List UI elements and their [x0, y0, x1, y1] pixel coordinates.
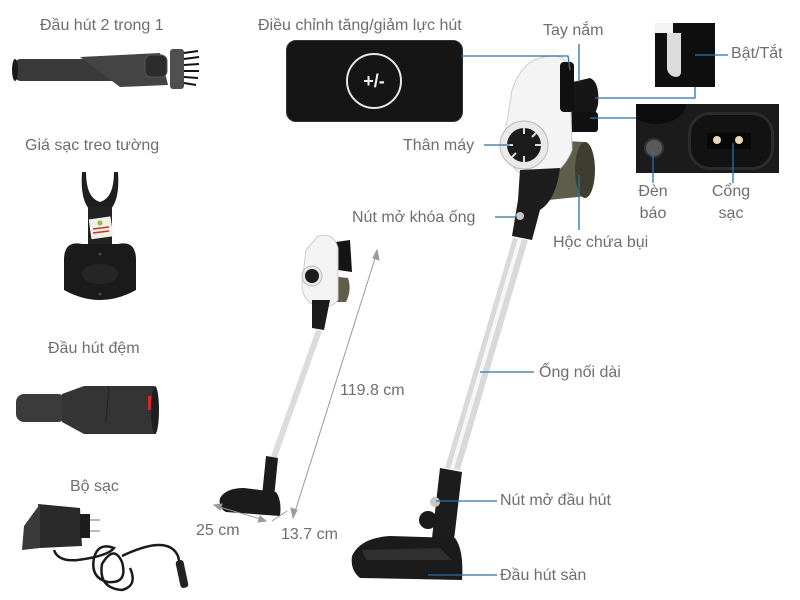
charge-port-socket — [688, 112, 774, 170]
label-wall-mount: Giá sạc treo tường — [25, 137, 160, 154]
label-indicator-line1: Đèn — [638, 183, 668, 200]
label-on-off: Bật/Tắt — [731, 45, 783, 62]
dimension-width: 25 cm — [196, 522, 240, 539]
label-nozzle-2in1: Đầu hút 2 trong 1 — [40, 17, 164, 34]
label-indicator-line2: báo — [639, 204, 667, 222]
power-adjust-panel: +/- — [286, 40, 463, 122]
label-upholstery-nozzle: Đầu hút đệm — [48, 340, 140, 357]
label-tube-release: Nút mở khóa ống — [352, 209, 476, 226]
label-charge-port: Cổng sạc — [708, 183, 754, 222]
label-power-adjust: Điều chỉnh tăng/giảm lực hút — [258, 17, 462, 34]
label-floor-nozzle: Đầu hút sàn — [500, 567, 587, 584]
label-charger: Bộ sạc — [70, 478, 119, 495]
dimension-depth: 13.7 cm — [281, 526, 338, 543]
label-indicator-light: Đèn báo — [638, 183, 668, 222]
on-off-switch-closeup — [655, 23, 715, 87]
power-adjust-dial: +/- — [346, 53, 402, 109]
dimension-height: 119.8 cm — [340, 382, 405, 399]
wall-mount-image — [64, 172, 136, 300]
upholstery-nozzle-image — [16, 385, 159, 434]
label-charge-port-line2: sạc — [718, 204, 744, 222]
label-dust-bin: Hộc chứa bụi — [553, 234, 649, 251]
vacuum-dimension-image — [219, 234, 352, 516]
charger-image — [22, 504, 189, 592]
label-extension-tube: Ống nối dài — [539, 364, 621, 381]
indicator-light — [644, 138, 664, 158]
nozzle-2in1-image — [12, 49, 200, 89]
label-head-release: Nút mở đầu hút — [500, 492, 611, 509]
label-charge-port-line1: Cổng — [711, 183, 751, 200]
charge-port-closeup — [636, 104, 779, 173]
vacuum-main-image — [351, 55, 599, 580]
label-handle: Tay nắm — [543, 22, 604, 39]
label-body: Thân máy — [403, 137, 475, 154]
